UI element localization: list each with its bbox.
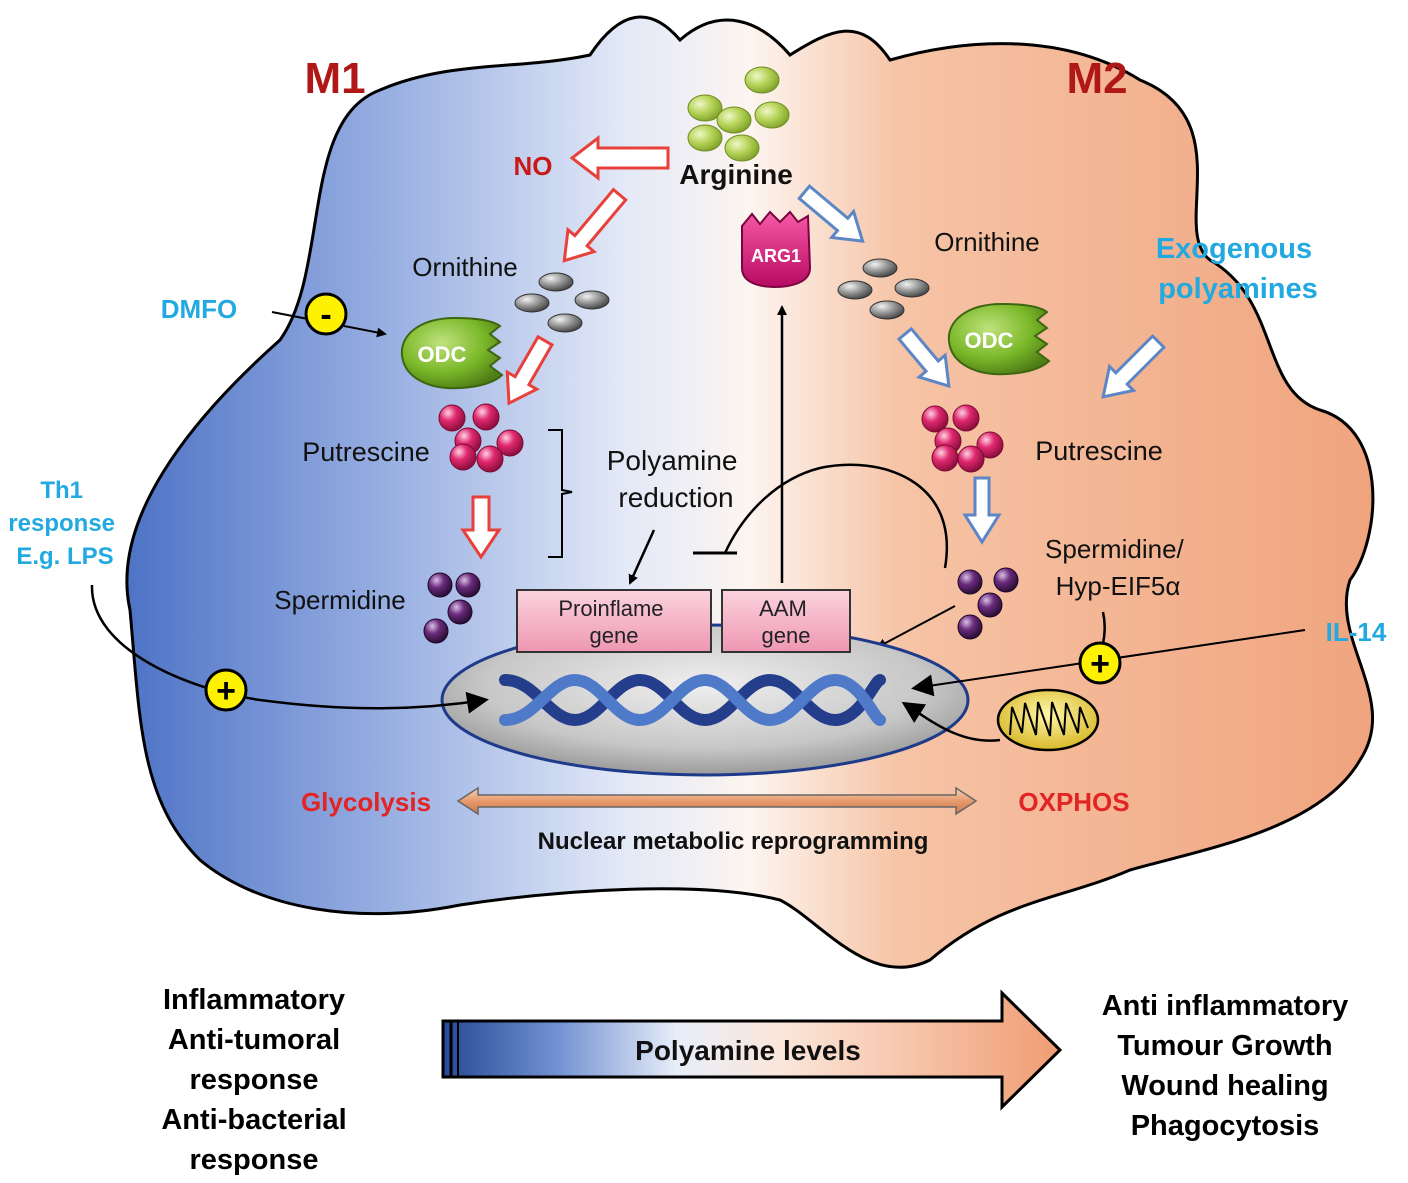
plus-sign-right: + <box>1078 641 1122 685</box>
svg-text:Proinflame gene: Proinflame gene <box>558 596 669 648</box>
putrescine-to-spermidine-m1-arrow <box>460 495 502 560</box>
th1-to-nucleus-curve <box>90 584 489 714</box>
spermidine-m2-molecules <box>957 567 1019 640</box>
putrescine-m2-molecules <box>921 404 1004 473</box>
arginine-molecules <box>687 66 790 162</box>
reduction-to-gene-arrow <box>628 529 656 585</box>
odc-m2-enzyme: ODC <box>947 302 1051 376</box>
ornithine-m1-molecules <box>514 272 610 333</box>
no-label: NO <box>514 151 553 181</box>
m1-outcome-line: response <box>189 1064 319 1096</box>
polyamine-reduction-label: Polyamine reduction <box>607 445 746 513</box>
m2-outcomes: Anti inflammatory Tumour Growth Wound he… <box>1075 986 1375 1146</box>
m1-outcome-line: response <box>189 1144 319 1176</box>
putrescine-to-spermidine-m2-arrow <box>962 476 1002 545</box>
dna-helix <box>499 673 886 727</box>
proinflame-gene-box: Proinflame gene <box>516 589 712 653</box>
m2-outcome-line: Tumour Growth <box>1117 1030 1333 1062</box>
putrescine-m1-label: Putrescine <box>302 437 430 467</box>
arginine-label: Arginine <box>679 159 793 190</box>
svg-text:+: + <box>216 672 236 710</box>
m1-title: M1 <box>304 54 365 103</box>
m2-outcome-line: Anti inflammatory <box>1101 990 1349 1022</box>
spermidine-m1-molecules <box>423 572 481 644</box>
m2-outcome-line: Wound healing <box>1121 1070 1329 1102</box>
odc-m1-enzyme: ODC <box>400 316 504 390</box>
minus-sign: - <box>304 292 348 336</box>
ornithine-to-putrescine-m2-arrow <box>896 326 951 389</box>
putrescine-m1-molecules <box>438 403 524 473</box>
m2-outcome-line: Phagocytosis <box>1130 1110 1320 1142</box>
svg-text:AAM gene: AAM gene <box>759 596 813 648</box>
polyamine-levels-label: Polyamine levels <box>635 1035 861 1066</box>
aam-gene-box: AAM gene <box>721 589 851 653</box>
ornithine-m2-label: Ornithine <box>934 227 1040 257</box>
spermidine-m2-label: Spermidine/ Hyp-EIF5α <box>1045 534 1191 601</box>
oxphos-label: OXPHOS <box>1018 787 1129 817</box>
m1-outcome-line: Anti-tumoral <box>167 1024 341 1056</box>
mito-to-nucleus-curve <box>901 701 1001 742</box>
m1-outcome-line: Anti-bacterial <box>161 1104 347 1136</box>
m1-outcomes: Inflammatory Anti-tumoral response Anti-… <box>120 980 388 1180</box>
nuclear-reprogramming-label: Nuclear metabolic reprogramming <box>538 828 929 855</box>
arginine-to-no-arrow <box>569 134 670 182</box>
th1-response-label: Th1 response E.g. LPS <box>8 477 121 570</box>
dmfo-label: DMFO <box>161 294 238 324</box>
odc-m2-label: ODC <box>965 328 1014 353</box>
polyamine-reduction-bracket <box>548 429 573 558</box>
exogenous-to-putrescine-arrow <box>1101 333 1167 399</box>
spermidine-to-nucleus-arrow <box>876 605 956 648</box>
ornithine-to-putrescine-m1-arrow <box>505 334 554 406</box>
svg-text:+: + <box>1090 645 1110 683</box>
glycolysis-oxphos-double-arrow <box>456 786 978 816</box>
spermidine-m1-label: Spermidine <box>274 585 406 615</box>
exogenous-polyamines-label: Exogenous polyamines <box>1156 233 1320 305</box>
odc-m1-label: ODC <box>418 342 467 367</box>
arg1-label: ARG1 <box>751 246 801 266</box>
arg1-enzyme: ARG1 <box>741 210 812 289</box>
putrescine-m2-label: Putrescine <box>1035 436 1163 466</box>
m1-outcome-line: Inflammatory <box>162 984 346 1016</box>
plus-sign-left: + <box>204 668 248 712</box>
spermidine-inhibition-curve <box>723 463 948 569</box>
polyamine-levels-arrow <box>441 989 1063 1111</box>
svg-text:-: - <box>320 296 331 334</box>
ornithine-m2-molecules <box>837 258 930 320</box>
mitochondrion <box>996 688 1100 752</box>
ornithine-m1-label: Ornithine <box>412 252 518 282</box>
m2-title: M2 <box>1066 54 1127 103</box>
arginine-to-ornithine-m1-arrow <box>562 187 628 263</box>
il14-label: IL-14 <box>1326 617 1387 647</box>
arginine-to-ornithine-m2-arrow <box>797 184 865 243</box>
glycolysis-label: Glycolysis <box>301 787 431 817</box>
